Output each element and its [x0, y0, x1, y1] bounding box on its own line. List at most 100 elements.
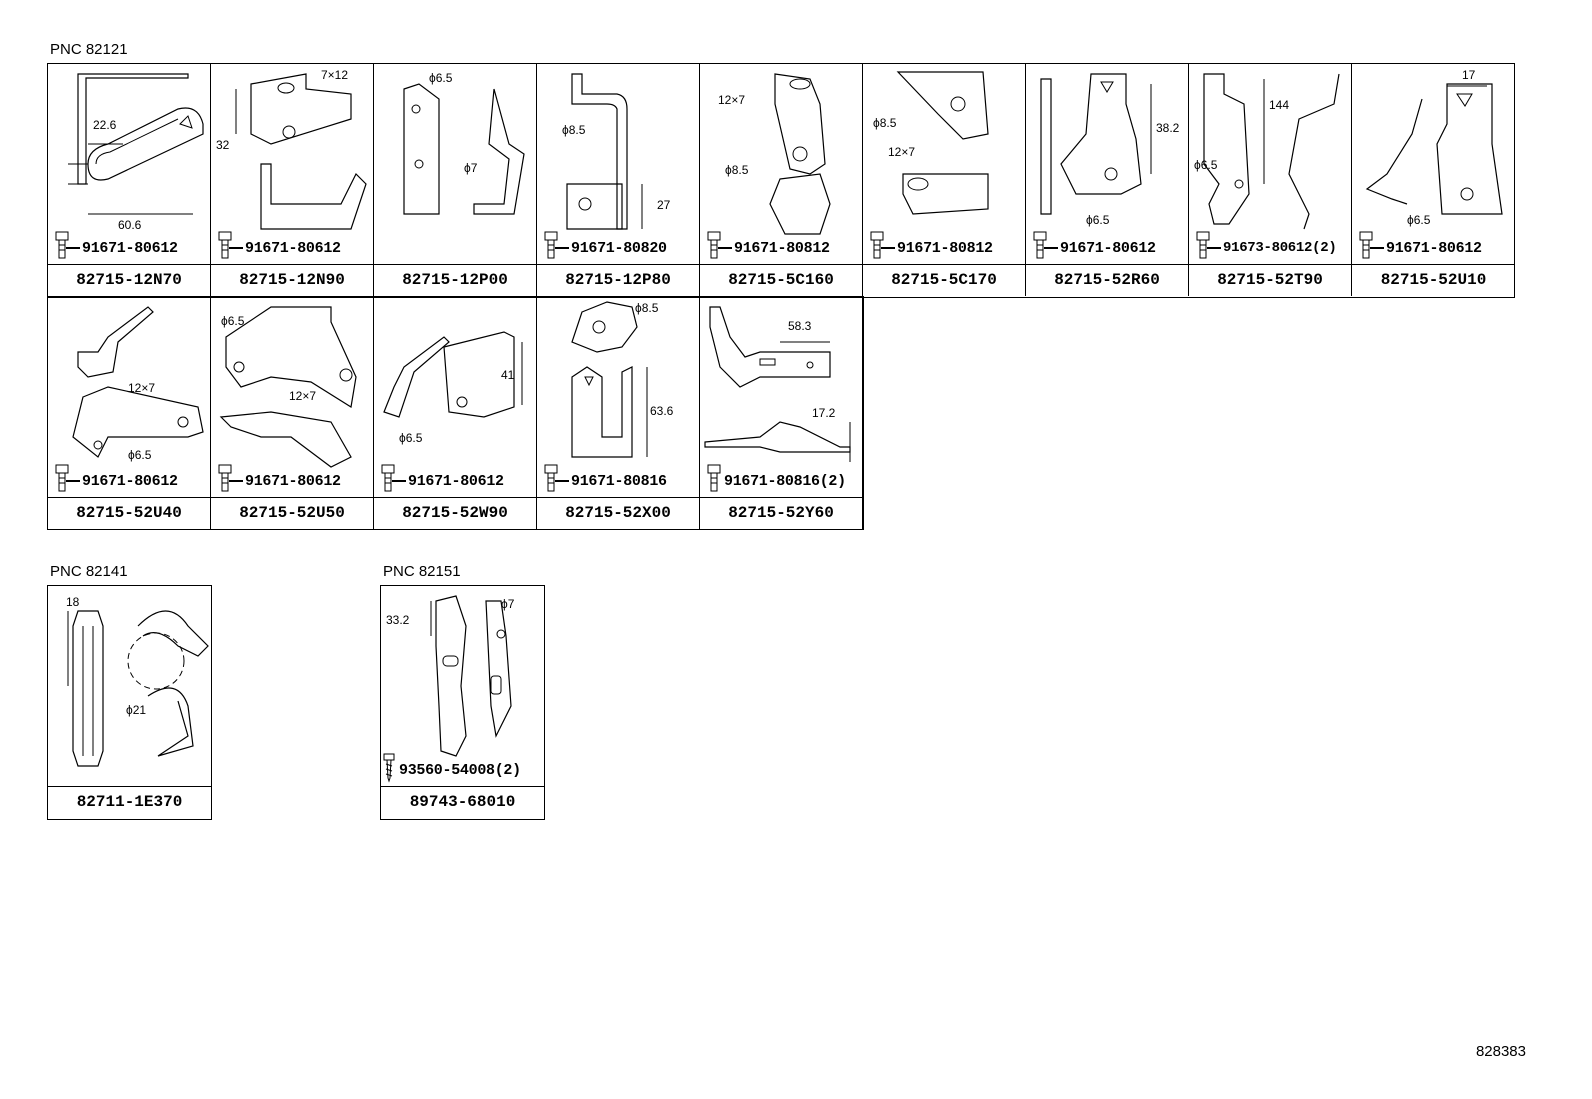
part-cell[interactable]: 22.6 60.6 91671-80612 82715-12N70: [48, 64, 211, 296]
part-cell[interactable]: 144 ϕ6.5 91673-80612(2) 82715-52T90: [1189, 64, 1352, 296]
part-drawing: 12×7 ϕ6.5: [72, 306, 204, 462]
pnc-82121-row-2: [47, 296, 864, 530]
dim-label: ϕ21: [126, 703, 146, 717]
dim-label: ϕ6.5: [221, 314, 245, 328]
dim-label: 12×7: [128, 381, 155, 395]
dim-label: ϕ7: [501, 597, 515, 611]
part-cell[interactable]: 12×7 ϕ8.5 91671-80812 82715-5C160: [700, 64, 863, 296]
bolt-part-number: 91671-80612: [245, 473, 341, 490]
reference-number: 828383: [1475, 1043, 1526, 1060]
part-cell[interactable]: 7×12 32 91671-80612 82715-12N90: [211, 64, 374, 296]
part-number[interactable]: 82715-12N70: [48, 264, 210, 297]
bolt: 91671-80812: [869, 230, 1029, 260]
part-drawing: 144 ϕ6.5: [1194, 73, 1340, 230]
part-drawing: ϕ6.5 ϕ7: [403, 71, 525, 215]
bolt: 91671-80612: [54, 463, 214, 493]
part-number[interactable]: 82715-52T90: [1189, 264, 1351, 297]
bolt: 91671-80612: [217, 463, 377, 493]
part-cell[interactable]: 18 ϕ21 82711-1E370: [48, 586, 211, 818]
dim-label: 144: [1269, 98, 1289, 112]
bolt-part-number: 91671-80612: [82, 240, 178, 257]
part-number[interactable]: 82715-52U50: [211, 497, 373, 530]
part-drawing: 7×12 32: [216, 68, 367, 230]
part-drawing: 18 ϕ21: [66, 595, 209, 767]
bolt-part-number: 93560-54008(2): [399, 762, 521, 779]
dim-label: 22.6: [93, 118, 117, 132]
dim-label: ϕ8.5: [873, 116, 897, 130]
dim-label: 41: [501, 368, 515, 382]
part-cell[interactable]: ϕ8.5 63.6 91671-80816 82715-52X00: [537, 297, 700, 529]
bolt: 91671-80820: [543, 230, 703, 260]
part-number[interactable]: 82715-52U40: [48, 497, 210, 530]
part-number[interactable]: 82715-52Y60: [700, 497, 862, 530]
part-drawing: 22.6 60.6: [68, 73, 204, 232]
bolt-part-number: 91671-80812: [897, 240, 993, 257]
bolt: 91671-80612: [380, 463, 540, 493]
pnc-82151-title: PNC 82151: [383, 563, 461, 580]
part-number[interactable]: 82715-5C160: [700, 264, 862, 297]
pnc-82121-row-1: [47, 63, 1515, 298]
part-cell[interactable]: 33.2 ϕ7 93560-54008(2) 89743-68010: [381, 586, 544, 818]
bolt-icon: [381, 464, 395, 492]
bolt-part-number: 91671-80820: [571, 240, 667, 257]
part-cell[interactable]: ϕ8.5 27 91671-80820 82715-12P80: [537, 64, 700, 296]
pnc-82151-box: [380, 585, 545, 820]
dim-label: 12×7: [888, 145, 915, 159]
bolt-icon: [218, 231, 232, 259]
part-cell[interactable]: 41 ϕ6.5 91671-80612 82715-52W90: [374, 297, 537, 529]
dim-label: 18: [66, 595, 80, 609]
part-cell[interactable]: 12×7 ϕ6.5 91671-80612 82715-52U40: [48, 297, 211, 529]
bolt: 91671-80816(2): [706, 463, 866, 493]
part-number[interactable]: 82715-12P00: [374, 264, 536, 297]
bolt-icon: [707, 231, 721, 259]
bolt: 91671-80812: [706, 230, 866, 260]
part-number[interactable]: 89743-68010: [381, 786, 544, 819]
part-number[interactable]: 82715-52X00: [537, 497, 699, 530]
dim-label: 27: [657, 198, 671, 212]
bolt-icon: [544, 464, 558, 492]
dim-label: 32: [216, 138, 230, 152]
part-cell[interactable]: ϕ8.5 12×7 91671-80812 82715-5C170: [863, 64, 1026, 296]
dim-label: ϕ6.5: [429, 71, 453, 85]
pnc-82141-box: [47, 585, 212, 820]
part-drawing: 58.3 17.2: [704, 306, 851, 462]
bolt: 93560-54008(2): [381, 752, 541, 783]
part-number[interactable]: 82715-52W90: [374, 497, 536, 530]
part-cell[interactable]: 58.3 17.2 91671-80816(2) 82715-52Y60: [700, 297, 863, 529]
pnc-82121-title: PNC 82121: [50, 41, 128, 58]
bolt-part-number: 91671-80612: [408, 473, 504, 490]
dim-label: ϕ6.5: [1194, 158, 1218, 172]
part-drawing: ϕ8.5 12×7: [873, 71, 989, 215]
bolt-part-number: 91671-80612: [82, 473, 178, 490]
part-number[interactable]: 82715-52U10: [1352, 264, 1515, 297]
bolt-part-number: 91671-80816: [571, 473, 667, 490]
bolt-part-number: 91671-80816(2): [724, 473, 846, 490]
bolt-part-number: 91671-80612: [245, 240, 341, 257]
bolt-icon: [707, 464, 721, 492]
part-cell[interactable]: ϕ6.5 ϕ7 82715-12P00: [374, 64, 537, 296]
bolt-icon: [55, 464, 69, 492]
part-number[interactable]: 82715-12P80: [537, 264, 699, 297]
part-number[interactable]: 82715-52R60: [1026, 264, 1188, 297]
dim-label: 63.6: [650, 404, 674, 418]
part-cell[interactable]: ϕ6.5 12×7 91671-80612 82715-52U50: [211, 297, 374, 529]
bolt-part-number: 91671-80812: [734, 240, 830, 257]
part-number[interactable]: 82715-5C170: [863, 264, 1025, 297]
part-number[interactable]: 82711-1E370: [48, 786, 211, 819]
bolt-part-number: 91671-80612: [1060, 240, 1156, 257]
dim-label: ϕ8.5: [635, 301, 659, 315]
part-cell[interactable]: 38.2 ϕ6.5 91671-80612 82715-52R60: [1026, 64, 1189, 296]
bolt-icon: [544, 231, 558, 259]
dim-label: 7×12: [321, 68, 348, 82]
part-drawing: 38.2 ϕ6.5: [1040, 73, 1180, 227]
part-number[interactable]: 82715-12N90: [211, 264, 373, 297]
part-cell[interactable]: 17 ϕ6.5 91671-80612 82715-52U10: [1352, 64, 1515, 296]
dim-label: 60.6: [118, 218, 142, 232]
dim-label: ϕ6.5: [1407, 213, 1431, 227]
part-drawing: 17 ϕ6.5: [1365, 68, 1503, 227]
part-drawing: 41 ϕ6.5: [383, 331, 523, 445]
part-drawing: ϕ8.5 27: [562, 73, 671, 230]
bolt: 91671-80612: [217, 230, 377, 260]
part-drawing: ϕ8.5 63.6: [571, 301, 674, 458]
bolt: 91671-80612: [1032, 230, 1192, 260]
